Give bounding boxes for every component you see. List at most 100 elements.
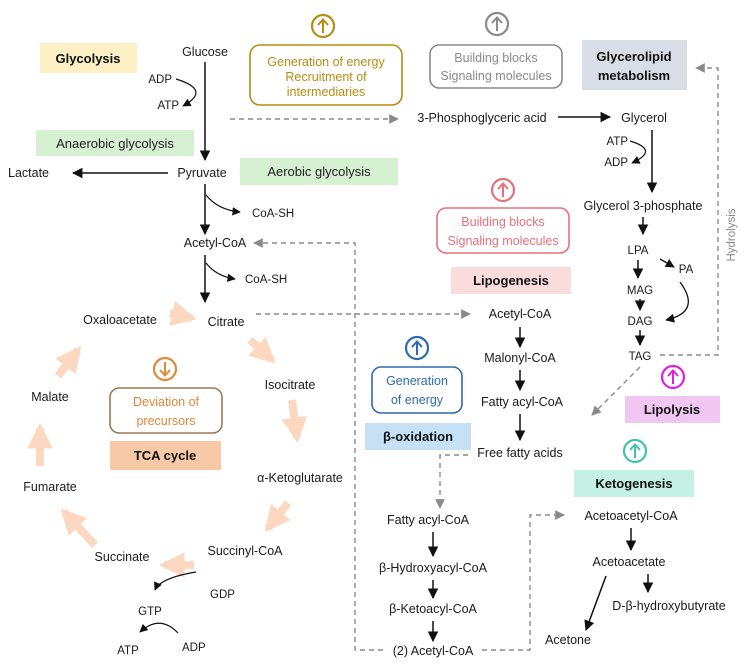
atp-label: ATP <box>157 100 179 112</box>
down-arrow-icon <box>152 356 178 382</box>
up-arrow-icon <box>660 364 686 390</box>
svg-text:Lipolysis: Lipolysis <box>644 402 700 417</box>
coash-label-2: CoA-SH <box>245 274 287 286</box>
coash-curve-1 <box>205 194 241 216</box>
adp-atp-curve-2 <box>139 622 179 634</box>
glycerolipid-metabolism-label: Glycerolipid metabolism <box>582 40 687 90</box>
svg-text:Building blocks: Building blocks <box>454 51 537 65</box>
up-arrow-icon <box>404 335 430 361</box>
svg-text:Generation: Generation <box>386 374 448 388</box>
acetoacetate-to-acetone-arrow <box>584 575 607 631</box>
building-blocks-gray-note: Building blocks Signaling molecules <box>429 44 563 89</box>
aerobic-glycolysis-label: Aerobic glycolysis <box>240 158 398 185</box>
ketogenesis-label: Ketogenesis <box>574 470 694 497</box>
mag: MAG <box>627 285 653 297</box>
building-blocks-pink-note: Building blocks Signaling molecules <box>436 207 570 254</box>
acetyl-coa-2: Acetyl-CoA <box>489 307 552 321</box>
svg-text:metabolism: metabolism <box>598 68 670 83</box>
glycerol: Glycerol <box>621 111 667 125</box>
atp-adp-curve <box>629 140 647 164</box>
acetoacetate: Acetoacetate <box>593 555 666 569</box>
svg-text:of energy: of energy <box>391 393 444 407</box>
gdp-gtp-curve <box>154 571 197 591</box>
succinate: Succinate <box>95 550 150 564</box>
fumarate: Fumarate <box>23 480 77 494</box>
atp-label-2: ATP <box>117 645 139 657</box>
beta-oxidation-label: β-oxidation <box>365 423 471 450</box>
malonyl-coa: Malonyl-CoA <box>484 351 556 365</box>
acetyl-coa-3: (2) Acetyl-CoA <box>393 644 474 658</box>
acetoacetyl-coa: Acetoacetyl-CoA <box>584 509 678 523</box>
betaox-to-acetylcoa-dashed <box>253 238 383 651</box>
d-beta-hydroxybutyrate: D-β-hydroxybutyrate <box>612 599 726 613</box>
ffa-to-betaox-dashed <box>435 454 468 509</box>
deviation-precursors-note: Deviation of precursors <box>109 387 223 434</box>
dag: DAG <box>628 316 653 328</box>
svg-text:Glycerolipid: Glycerolipid <box>596 49 671 64</box>
adp-label-3: ADP <box>604 157 628 169</box>
acetyl-coa-1: Acetyl-CoA <box>184 236 247 250</box>
lactate: Lactate <box>8 166 49 180</box>
svg-text:Deviation of: Deviation of <box>133 395 200 409</box>
fatty-acyl-coa-2: Fatty acyl-CoA <box>387 513 470 527</box>
svg-text:Aerobic glycolysis: Aerobic glycolysis <box>267 164 371 179</box>
adp-atp-curve <box>175 78 197 107</box>
energy-recruitment-note: Generation of energy Recruitment of inte… <box>249 44 403 106</box>
svg-text:Generation of energy: Generation of energy <box>267 55 385 69</box>
svg-text:intermediaries: intermediaries <box>287 85 366 99</box>
pa: PA <box>679 264 694 276</box>
up-arrow-icon <box>490 177 516 203</box>
glycerol-3-phosphate: Glycerol 3-phosphate <box>584 199 703 213</box>
oxaloacetate: Oxaloacetate <box>83 313 157 327</box>
generation-energy-blue-note: Generation of energy <box>371 366 463 414</box>
lipolysis-label: Lipolysis <box>625 396 720 423</box>
gdp-label: GDP <box>210 589 235 601</box>
tca-cycle-arrows <box>27 300 308 578</box>
coash-label-1: CoA-SH <box>252 208 294 220</box>
svg-text:Lipogenesis: Lipogenesis <box>473 273 549 288</box>
lpa-to-pa-arrow <box>659 258 675 268</box>
svg-text:Recruitment of: Recruitment of <box>285 70 367 84</box>
citrate: Citrate <box>208 315 245 329</box>
up-arrow-icon <box>310 13 336 39</box>
3-phosphoglyceric-acid: 3-Phosphoglyceric acid <box>417 111 546 125</box>
tag: TAG <box>629 351 652 363</box>
svg-text:TCA cycle: TCA cycle <box>134 448 196 463</box>
alpha-ketoglutarate: α-Ketoglutarate <box>257 471 343 485</box>
adp-label-2: ADP <box>182 642 206 654</box>
isocitrate: Isocitrate <box>265 378 316 392</box>
coash-curve-2 <box>205 262 236 282</box>
svg-text:Signaling molecules: Signaling molecules <box>447 234 558 248</box>
acetone: Acetone <box>545 633 591 647</box>
gtp-label: GTP <box>138 606 162 618</box>
svg-text:precursors: precursors <box>136 414 195 428</box>
hydrolysis-path <box>660 63 719 356</box>
svg-text:Anaerobic glycolysis: Anaerobic glycolysis <box>56 136 174 151</box>
pyruvate: Pyruvate <box>177 166 226 180</box>
adp-label: ADP <box>148 74 172 86</box>
fatty-acyl-coa-1: Fatty acyl-CoA <box>481 395 564 409</box>
beta-ketoacyl-coa: β-Ketoacyl-CoA <box>389 602 477 616</box>
svg-text:Ketogenesis: Ketogenesis <box>595 476 672 491</box>
svg-text:Building blocks: Building blocks <box>461 215 544 229</box>
svg-text:Glycolysis: Glycolysis <box>55 51 120 66</box>
lpa: LPA <box>628 245 649 257</box>
svg-text:Signaling molecules: Signaling molecules <box>440 69 551 83</box>
beta-hydroxyacyl-coa: β-Hydroxyacyl-CoA <box>379 561 488 575</box>
up-arrow-icon <box>484 11 510 37</box>
hydrolysis-label: Hydrolysis <box>726 208 738 261</box>
atp-label-3: ATP <box>606 136 628 148</box>
acetylcoa-to-ketogenesis-dashed <box>482 510 565 651</box>
malate: Malate <box>31 390 69 404</box>
svg-text:β-oxidation: β-oxidation <box>383 429 453 444</box>
glucose: Glucose <box>182 45 228 59</box>
glycolysis-label: Glycolysis <box>40 43 137 73</box>
free-fatty-acids: Free fatty acids <box>477 446 562 460</box>
up-arrow-icon <box>622 438 648 464</box>
pa-to-dag-curve <box>665 281 689 323</box>
anaerobic-glycolysis-label: Anaerobic glycolysis <box>36 130 194 156</box>
tca-cycle-label: TCA cycle <box>110 441 221 470</box>
tag-to-ffa-dashed <box>591 366 641 416</box>
succinyl-coa: Succinyl-CoA <box>207 544 283 558</box>
